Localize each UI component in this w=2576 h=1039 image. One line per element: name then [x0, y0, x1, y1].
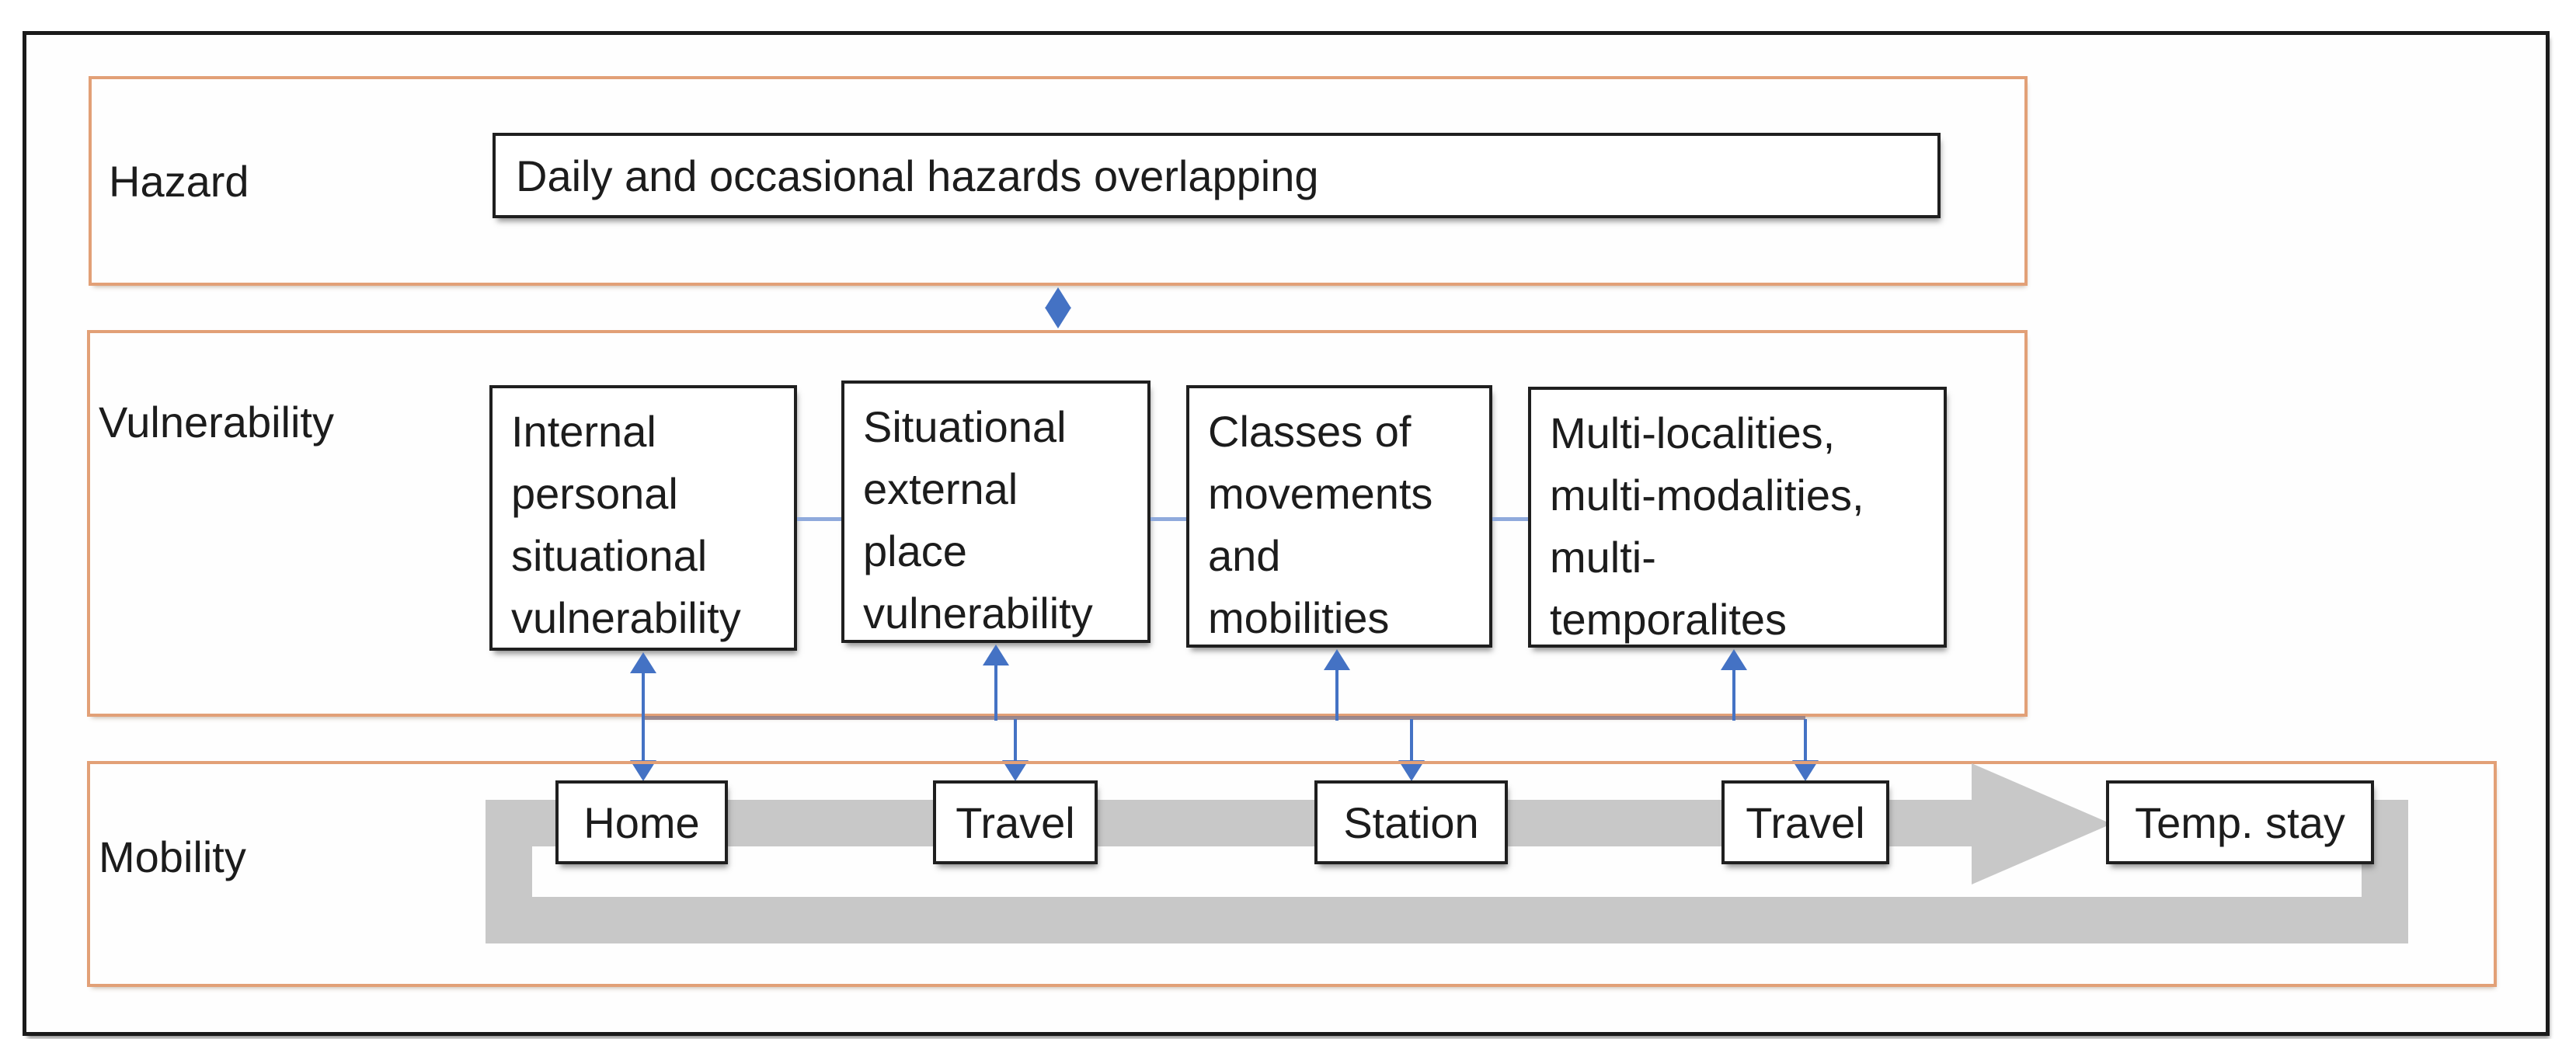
- link-line: [642, 719, 645, 763]
- hazard-box-text: Daily and occasional hazards overlapping: [516, 151, 1319, 200]
- mobility-band: [87, 761, 2497, 987]
- mobility-stop-home: Home: [555, 780, 728, 864]
- arrow-up-icon: [983, 645, 1009, 665]
- mobility-band-label: Mobility: [99, 832, 246, 881]
- arrow-up-icon: [1721, 649, 1747, 670]
- loop-arrow-bottom-shaft: [486, 897, 2408, 943]
- arrow-up-icon: [1045, 287, 1071, 308]
- arrow-down-icon: [1045, 308, 1071, 328]
- mobility-stop-station: Station: [1314, 780, 1508, 864]
- link-line: [1014, 719, 1017, 763]
- arrow-up-icon: [1324, 649, 1350, 670]
- vulnerability-band-label: Vulnerability: [99, 398, 334, 447]
- box-connector-line: [1492, 517, 1528, 521]
- vulnerability-box-classes-of-movements: Classes of movements and mobilities: [1186, 385, 1492, 648]
- link-line: [1410, 719, 1413, 763]
- vulnerability-box-multi-localities: Multi-localities, multi-modalities, mult…: [1528, 387, 1947, 648]
- mobility-stop-travel-1: Travel: [933, 780, 1098, 864]
- box-connector-line: [1150, 517, 1186, 521]
- arrow-up-icon: [630, 652, 656, 673]
- box-connector-line: [797, 517, 841, 521]
- link-line: [994, 663, 997, 721]
- vulnerability-box-internal-personal: Internal personal situational vulnerabil…: [489, 385, 797, 651]
- loop-arrow-left-segment: [486, 800, 532, 943]
- link-line: [642, 671, 645, 721]
- loop-arrowhead-icon: [1972, 763, 2111, 884]
- routing-connector-line: [642, 716, 1805, 720]
- hazard-box: Daily and occasional hazards overlapping: [493, 133, 1941, 218]
- vulnerability-box-situational-external: Situational external place vulnerability: [841, 381, 1150, 643]
- mobility-stop-temp-stay: Temp. stay: [2106, 780, 2374, 864]
- link-line: [1732, 668, 1735, 721]
- hazard-band-label: Hazard: [109, 157, 249, 206]
- vulnerability-band: [87, 330, 2028, 717]
- link-line: [1804, 719, 1807, 763]
- link-line: [1335, 668, 1338, 721]
- hazard-band: [89, 76, 2028, 286]
- mobility-stop-travel-2: Travel: [1721, 780, 1889, 864]
